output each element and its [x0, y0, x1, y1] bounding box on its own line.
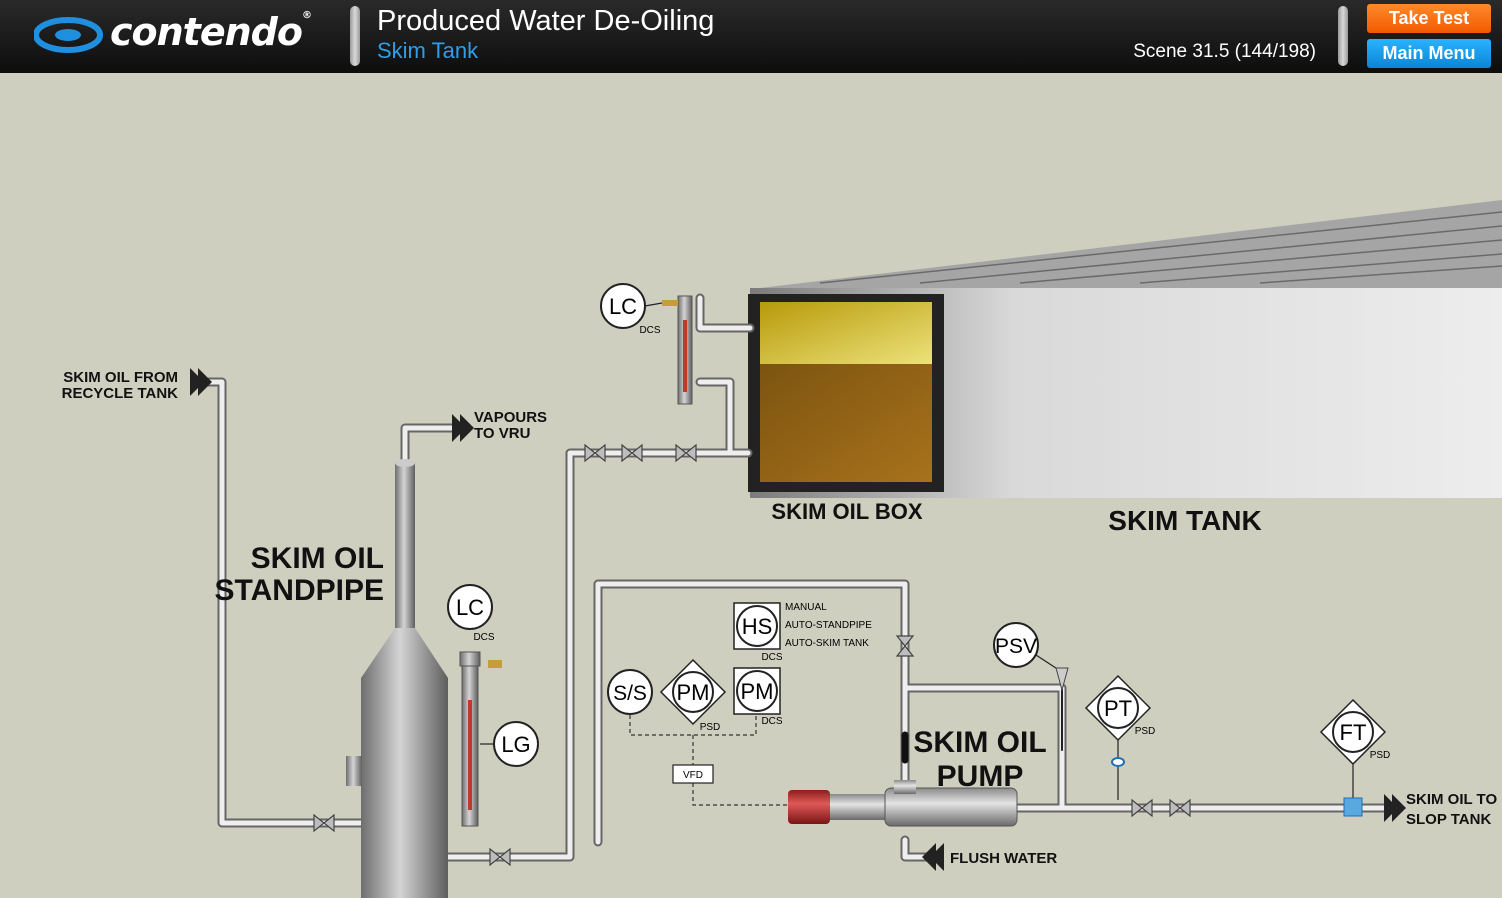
- svg-text:SKIM OIL: SKIM OIL: [913, 726, 1046, 759]
- signal-lines: [629, 712, 788, 806]
- svg-text:SKIM OIL: SKIM OIL: [251, 542, 384, 575]
- skim-oil-pump: [788, 780, 1018, 827]
- diagram-labels: SKIM OIL FROM RECYCLE TANK VAPOURS TO VR…: [62, 369, 1498, 867]
- instrument-ss[interactable]: S/S: [607, 669, 653, 715]
- level-gauge-column: [459, 651, 502, 827]
- flow-arrows: [190, 368, 1406, 871]
- svg-text:FLUSH WATER: FLUSH WATER: [950, 850, 1057, 867]
- outlet-arrow-icon: [1392, 794, 1406, 822]
- contendo-logo-icon: [34, 17, 103, 53]
- box-level-column: [662, 295, 693, 405]
- svg-text:PSD: PSD: [700, 722, 721, 733]
- take-test-button[interactable]: Take Test: [1367, 4, 1491, 33]
- flush-arrow-icon: [930, 843, 944, 871]
- scene-counter: Scene 31.5 (144/198): [1133, 41, 1316, 62]
- outlet-arrow-icon: [1384, 794, 1398, 822]
- flush-arrow-icon: [922, 843, 936, 871]
- svg-text:PT: PT: [1104, 696, 1132, 721]
- valves: [313, 443, 1191, 867]
- svg-text:SKIM OIL FROM: SKIM OIL FROM: [63, 369, 178, 386]
- skim-oil-box: [748, 294, 944, 492]
- inlet-arrow-icon: [198, 368, 212, 396]
- instrument-lc-top[interactable]: LC DCS: [600, 283, 663, 336]
- header-divider: [1338, 6, 1348, 66]
- instrument-pm-dcs[interactable]: PM DCS: [733, 667, 783, 727]
- svg-text:RECYCLE TANK: RECYCLE TANK: [62, 385, 179, 402]
- instrument-lg[interactable]: LG: [480, 721, 539, 767]
- svg-text:TO VRU: TO VRU: [474, 425, 530, 442]
- svg-text:SKIM OIL BOX: SKIM OIL BOX: [771, 499, 922, 524]
- instrument-psv[interactable]: PSV: [993, 622, 1069, 692]
- vapour-arrow-icon: [452, 414, 466, 442]
- instrument-lc-standpipe[interactable]: LC DCS: [447, 584, 495, 643]
- svg-text:MANUAL: MANUAL: [785, 602, 827, 613]
- svg-text:HS: HS: [742, 614, 773, 639]
- instrument-vfd[interactable]: VFD: [672, 764, 714, 784]
- svg-text:DCS: DCS: [473, 632, 494, 643]
- svg-text:SLOP TANK: SLOP TANK: [1406, 811, 1491, 828]
- instrument-pt[interactable]: PT PSD: [1084, 674, 1156, 800]
- course-title: Produced Water De-Oiling: [377, 5, 715, 37]
- vapour-arrow-icon: [460, 414, 474, 442]
- svg-text:SKIM OIL TO: SKIM OIL TO: [1406, 791, 1497, 808]
- svg-text:PM: PM: [741, 679, 774, 704]
- svg-text:S/S: S/S: [613, 682, 647, 705]
- svg-text:LC: LC: [456, 595, 484, 620]
- svg-text:PSD: PSD: [1135, 726, 1156, 737]
- skim-oil-standpipe: [346, 459, 448, 898]
- instrument-pm-psd[interactable]: PM PSD: [659, 658, 727, 733]
- svg-text:DCS: DCS: [761, 716, 782, 727]
- instrument-ft[interactable]: FT PSD: [1319, 698, 1391, 817]
- svg-text:PSV: PSV: [995, 635, 1037, 658]
- svg-text:VFD: VFD: [683, 770, 703, 781]
- instrument-hs[interactable]: HS DCS MANUAL AUTO-STANDPIPE AUTO-SKIM T…: [733, 602, 872, 663]
- svg-text:PSD: PSD: [1370, 750, 1391, 761]
- svg-text:PUMP: PUMP: [937, 760, 1024, 793]
- svg-text:AUTO-SKIM TANK: AUTO-SKIM TANK: [785, 638, 869, 649]
- svg-text:SKIM TANK: SKIM TANK: [1108, 505, 1261, 536]
- svg-text:LG: LG: [501, 732, 530, 757]
- svg-text:LC: LC: [609, 294, 637, 319]
- logo-wordmark: contendo®: [110, 10, 312, 54]
- svg-text:VAPOURS: VAPOURS: [474, 409, 547, 426]
- main-menu-button[interactable]: Main Menu: [1367, 39, 1491, 68]
- svg-text:DCS: DCS: [761, 652, 782, 663]
- svg-text:DCS: DCS: [639, 325, 660, 336]
- svg-text:STANDPIPE: STANDPIPE: [215, 574, 384, 607]
- course-subtitle: Skim Tank: [377, 38, 479, 63]
- header-bar: contendo® Produced Water De-Oiling Skim …: [0, 0, 1502, 73]
- svg-text:FT: FT: [1340, 720, 1367, 745]
- svg-text:AUTO-STANDPIPE: AUTO-STANDPIPE: [785, 620, 872, 631]
- inlet-arrow-icon: [190, 368, 204, 396]
- header-divider: [350, 6, 360, 66]
- process-diagram: LC DCS LC DCS LG HS DCS MANUAL AUTO-STAN…: [62, 200, 1502, 898]
- svg-text:PM: PM: [677, 680, 710, 705]
